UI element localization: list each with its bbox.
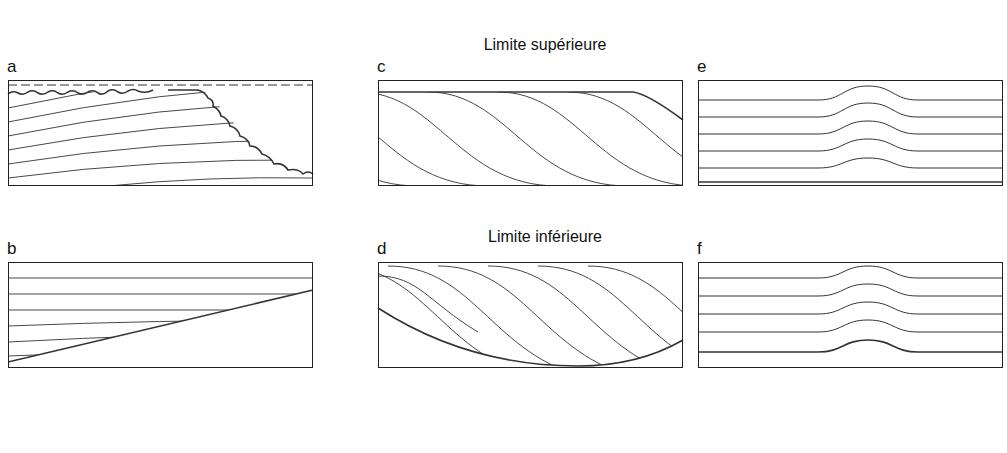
panel-letter: f xyxy=(697,240,702,258)
erosion-panel xyxy=(8,70,313,186)
section-panel: e xyxy=(698,80,1003,186)
onlap-panel xyxy=(8,278,313,362)
section-panel: c xyxy=(378,80,683,186)
panel-letter: a xyxy=(7,58,16,76)
toplap-panel xyxy=(218,92,768,186)
section-panel: b xyxy=(8,262,313,368)
downlap-panel xyxy=(338,266,768,372)
section-panel: d xyxy=(378,262,683,368)
boundary-heading: Limite supérieure xyxy=(482,36,609,54)
panel-letter: c xyxy=(377,58,386,76)
section-panel: f xyxy=(698,262,1003,368)
draped-base-panel xyxy=(698,266,1003,352)
panel-letter: e xyxy=(697,58,706,76)
panel-letter: b xyxy=(7,240,16,258)
heading-text: Limite inférieure xyxy=(486,228,604,245)
drape-panel xyxy=(698,86,1003,182)
boundary-heading: Limite inférieure xyxy=(486,228,604,246)
heading-text: Limite supérieure xyxy=(482,36,609,53)
panel-letter: d xyxy=(377,240,386,258)
section-panel: a xyxy=(8,80,313,186)
